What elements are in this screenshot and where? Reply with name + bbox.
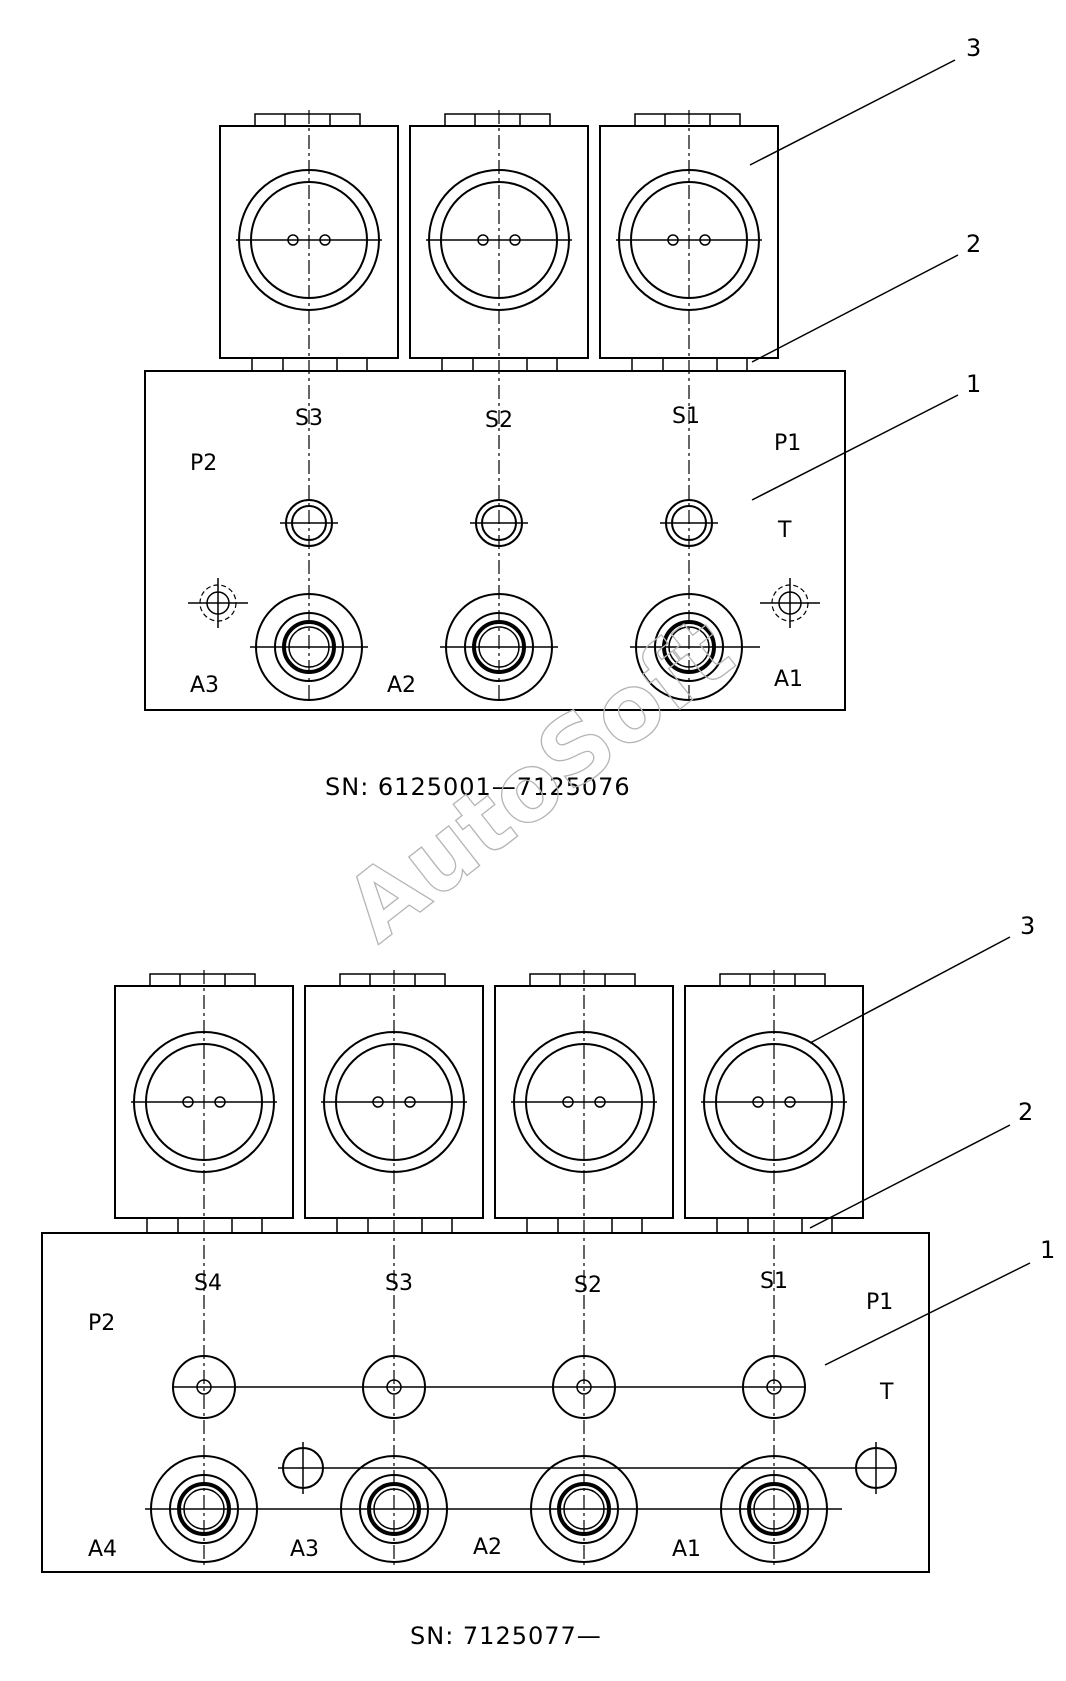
bottom-side-port-left (282, 1442, 324, 1494)
bottom-outlet-label: A1 (672, 1537, 701, 1562)
bottom-side-port-right (855, 1442, 897, 1494)
top-outlet-label: A3 (190, 673, 219, 698)
bottom-solenoid-label: S4 (194, 1271, 222, 1296)
top-leader-1 (751, 394, 959, 501)
top-solenoid-valve (219, 110, 399, 700)
top-callout-2: 2 (966, 230, 981, 258)
bottom-solenoid-label: S2 (574, 1273, 602, 1298)
top-solenoid-valve (599, 110, 779, 700)
bottom-leader-1 (824, 1262, 1031, 1366)
bottom-solenoid-valve (114, 970, 294, 1565)
bottom-small-port (552, 1355, 616, 1419)
bottom-solenoid-valve (304, 970, 484, 1565)
bottom-outlet-port (150, 1455, 258, 1563)
top-hidden-port-left (188, 578, 248, 628)
bottom-small-port (172, 1355, 236, 1419)
top-callout-1: 1 (966, 370, 981, 398)
bottom-outlet-port (720, 1455, 828, 1563)
top-serial-range: SN: 6125001—7125076 (325, 773, 631, 801)
top-leader-2 (751, 254, 959, 363)
bottom-callout-2: 2 (1018, 1098, 1033, 1126)
top-assembly: 3 2 1 S3 S2 S1 P2 P1 T A3 A2 A1 SN: 6125… (144, 34, 981, 801)
top-callout-3: 3 (966, 34, 981, 62)
bottom-solenoid-valve (494, 970, 674, 1565)
bottom-small-port (362, 1355, 426, 1419)
bottom-outlet-label: A2 (473, 1535, 502, 1560)
bottom-manifold-block (41, 1232, 930, 1573)
bottom-outlet-label: A3 (290, 1537, 319, 1562)
bottom-solenoid-label: S1 (760, 1269, 788, 1294)
top-port-p1: P1 (774, 431, 801, 456)
top-outlet-label: A1 (774, 667, 803, 692)
top-outlet-port (630, 593, 760, 701)
bottom-small-port (742, 1355, 806, 1419)
top-hidden-port-right (760, 578, 820, 628)
top-outlet-port (250, 593, 368, 701)
bottom-solenoid-valve (684, 970, 864, 1565)
top-small-port (280, 499, 338, 547)
top-outlet-port (440, 593, 558, 701)
top-leader-3 (749, 59, 956, 166)
top-outlet-label: A2 (387, 673, 416, 698)
bottom-leader-3 (809, 936, 1011, 1044)
bottom-leader-2 (809, 1124, 1011, 1229)
bottom-port-p2: P2 (88, 1311, 115, 1336)
bottom-solenoid-label: S3 (385, 1271, 413, 1296)
bottom-outlet-port (340, 1455, 448, 1563)
bottom-port-p1: P1 (866, 1290, 893, 1315)
bottom-callout-3: 3 (1020, 912, 1035, 940)
top-solenoid-valve (409, 110, 589, 700)
top-solenoid-label: S2 (485, 408, 513, 433)
bottom-outlet-label: A4 (88, 1537, 117, 1562)
top-solenoid-label: S1 (672, 404, 700, 429)
top-port-p2: P2 (190, 451, 217, 476)
bottom-callout-1: 1 (1040, 1236, 1055, 1264)
bottom-port-t: T (879, 1380, 894, 1405)
top-port-t: T (777, 518, 792, 543)
bottom-serial-range: SN: 7125077— (410, 1622, 602, 1650)
top-small-port (470, 499, 528, 547)
bottom-outlet-port (530, 1455, 638, 1563)
bottom-assembly: 3 2 1 S4 S3 S2 S1 P2 P1 T A4 A3 A2 A1 SN… (41, 912, 1055, 1650)
top-solenoid-label: S3 (295, 406, 323, 431)
top-small-port (660, 499, 718, 547)
